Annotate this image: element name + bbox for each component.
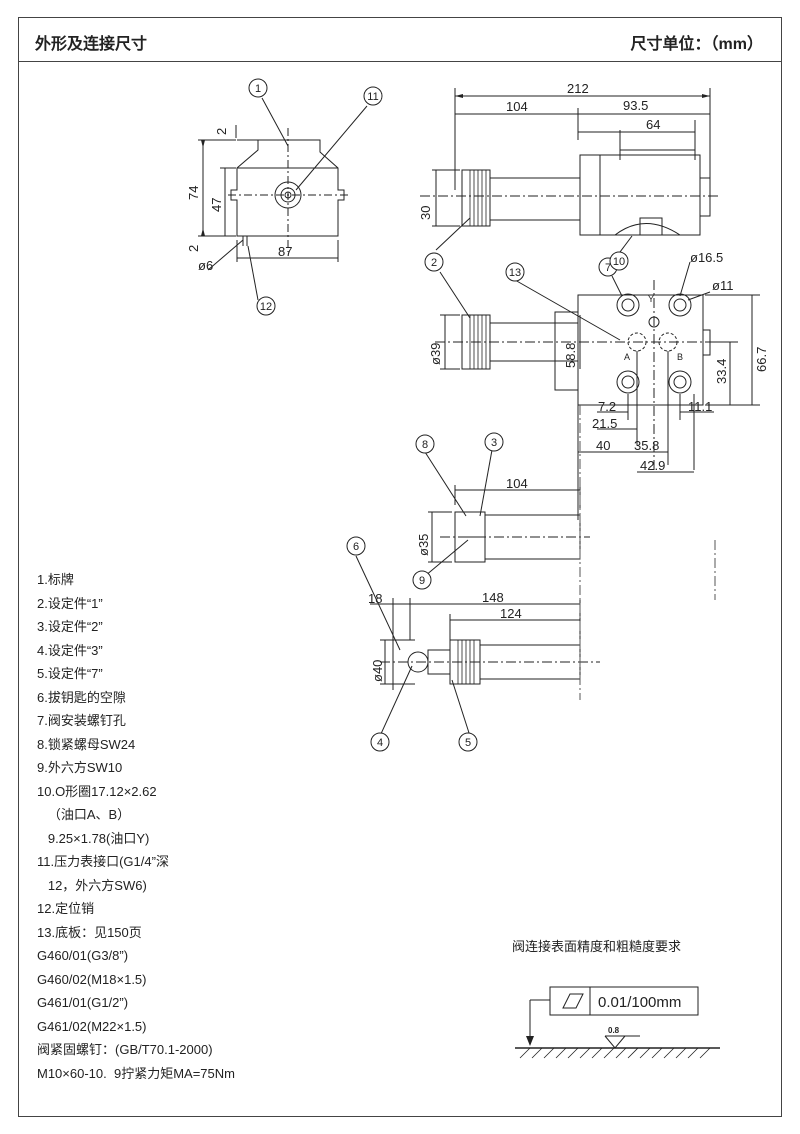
legend-item: （油口A、B）: [37, 807, 131, 822]
legend-item: 11.压力表接口(G1/4”深: [37, 854, 169, 869]
side-view: [420, 88, 720, 257]
dim-212: 212: [567, 81, 589, 96]
callout-7: 7: [605, 262, 611, 274]
legend-item: G461/02(M22×1.5): [37, 1018, 147, 1034]
port-a-label: A: [624, 352, 630, 362]
callout-10: 10: [613, 256, 625, 268]
header-bar: 外形及连接尺寸 尺寸单位：（mm）: [19, 18, 781, 62]
dim-104-top: 104: [506, 99, 528, 114]
legend-item: G460/02(M18×1.5): [37, 971, 147, 987]
port-labels: A B Y: [624, 294, 683, 362]
dim-2-bottom: 2: [186, 245, 201, 252]
legend-item: 阀紧固螺钉：(GB/T70.1-2000): [37, 1042, 213, 1057]
legend-item: 12，外六方SW6): [37, 877, 147, 893]
legend-item: M10×60-10. 9拧紧力矩MA=75Nm: [37, 1065, 235, 1081]
callout-circles: [248, 78, 629, 752]
dim-11-1: 11.1: [688, 399, 712, 414]
plan-view: [435, 261, 760, 480]
dim-21-5: 21.5: [592, 416, 617, 431]
callout-labels: 1 11 12 2 7 13 10 8 3 9 6 4 5 2: [255, 83, 625, 749]
front-view: [198, 97, 368, 301]
callout-13: 13: [509, 267, 521, 279]
dim-47: 47: [209, 198, 224, 212]
legend-item: 1.标牌: [37, 572, 74, 587]
dim-33-4: 33.4: [714, 359, 729, 384]
dim-66-7: 66.7: [754, 347, 769, 372]
dim-dia-6: ø6: [198, 258, 213, 273]
legend-item: 10.O形圈17.12×2.62: [37, 783, 157, 799]
dim-42-9: 42.9: [640, 458, 665, 473]
callout-11: 11: [367, 91, 378, 103]
dim-dia-11: ø11: [712, 278, 733, 293]
dim-dia-35: ø35: [416, 534, 431, 556]
dim-104-mid: 104: [506, 476, 528, 491]
legend-item: 9.外六方SW10: [37, 760, 123, 775]
dim-2-top: 2: [214, 128, 229, 135]
dim-74: 74: [186, 186, 201, 200]
legend-item: 13.底板：见150页: [37, 924, 142, 940]
dim-18: 18: [368, 591, 382, 606]
roughness-requirement-title: 阀连接表面精度和粗糙度要求: [512, 939, 682, 954]
legend-item: 4.设定件“3”: [37, 642, 103, 658]
dim-7-2: 7.2: [598, 399, 616, 414]
tolerance-value: 0.01/100mm: [598, 994, 681, 1011]
dim-93-5: 93.5: [623, 98, 648, 113]
callout-2-top: 2: [431, 257, 437, 269]
setting-element-3-view: [355, 555, 600, 737]
callout-1: 1: [255, 83, 261, 95]
callout-4: 4: [377, 737, 383, 749]
callout-3: 3: [491, 437, 497, 449]
dim-87: 87: [278, 244, 292, 259]
dim-58-8: 58.8: [563, 343, 578, 368]
arrowheads: [201, 94, 710, 1046]
knurl-hatching: [457, 170, 487, 684]
legend-item: 5.设定件“7”: [37, 666, 103, 681]
dimension-labels: 2 74 47 2 ø6 87 212 104 93.5 64 30 ø16.5…: [186, 81, 769, 682]
legend-item: 12.定位销: [37, 901, 95, 916]
dim-148: 148: [482, 590, 504, 605]
dim-dia-16-5: ø16.5: [690, 250, 723, 265]
legend-item: 6.拔钥匙的空隙: [37, 689, 126, 705]
callout-8: 8: [422, 439, 428, 451]
dim-35-8: 35.8: [634, 438, 659, 453]
port-b-label: B: [677, 352, 683, 362]
port-y-label: Y: [648, 294, 654, 304]
surface-hatching: [519, 1047, 711, 1059]
callout-9: 9: [419, 575, 425, 587]
legend-item: 7.阀安装螺钉孔: [37, 713, 126, 728]
dim-40: 40: [596, 438, 610, 453]
dim-30: 30: [418, 206, 433, 220]
drawing-frame: 外形及连接尺寸 尺寸单位：（mm）: [18, 17, 782, 1117]
legend-item: 9.25×1.78(油口Y): [37, 830, 150, 846]
legend-item: 3.设定件“2”: [37, 619, 103, 634]
roughness-ra-value: 0.8: [608, 1026, 620, 1035]
setting-element-2-view: [424, 449, 590, 577]
legend-item: G460/01(G3/8”): [37, 948, 129, 963]
parts-legend: 1.标牌 2.设定件“1” 3.设定件“2” 4.设定件“3” 5.设定件“7”…: [37, 568, 235, 1085]
callout-12: 12: [260, 301, 272, 313]
dim-64: 64: [646, 117, 660, 132]
legend-item: 8.锁紧螺母SW24: [37, 736, 136, 752]
legend-item: 2.设定件“1”: [37, 595, 103, 611]
callout-5: 5: [465, 737, 471, 749]
unit-label: 尺寸单位：（mm）: [630, 36, 763, 53]
dim-dia-40: ø40: [370, 660, 385, 682]
page-title: 外形及连接尺寸: [35, 36, 148, 53]
dim-124: 124: [500, 606, 522, 621]
dim-dia-39: ø39: [428, 343, 443, 365]
callout-6: 6: [353, 541, 359, 553]
legend-item: G461/01(G1/2”): [37, 995, 129, 1010]
